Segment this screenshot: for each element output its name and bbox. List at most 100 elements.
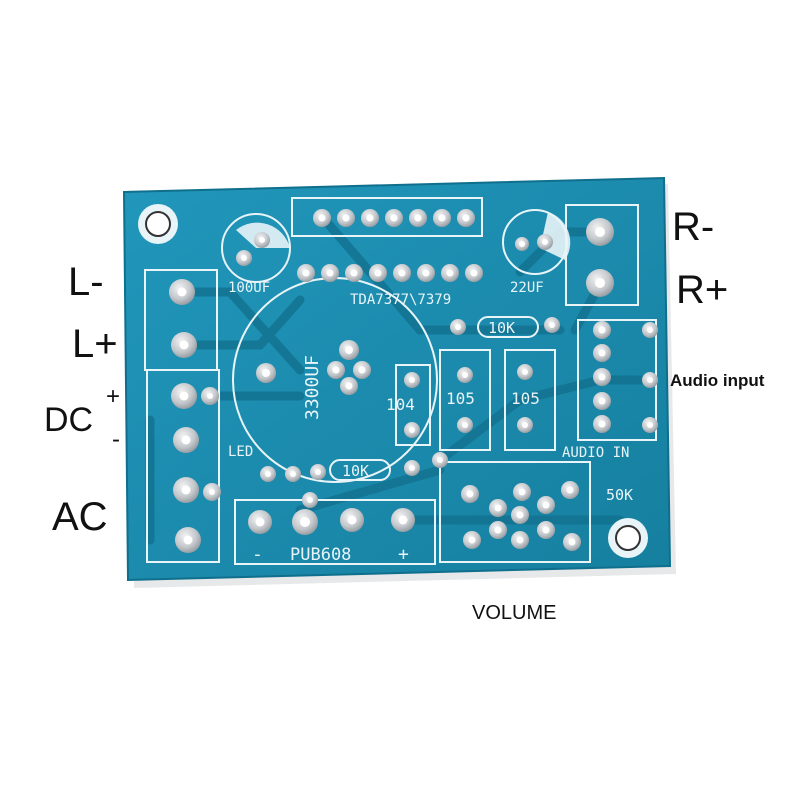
pad-hole bbox=[181, 485, 191, 495]
pad-hole bbox=[598, 349, 606, 357]
silk-22uf: 22UF bbox=[510, 280, 544, 296]
pad-hole bbox=[332, 366, 340, 374]
pad-hole bbox=[290, 471, 296, 477]
pad-hole bbox=[390, 214, 398, 222]
pad-hole bbox=[647, 422, 653, 428]
pad-hole bbox=[494, 504, 502, 512]
pad-hole bbox=[422, 269, 430, 277]
pad-hole bbox=[568, 538, 576, 546]
pad-hole bbox=[265, 471, 271, 477]
pad-hole bbox=[446, 269, 454, 277]
silk-105b: 105 bbox=[511, 389, 540, 408]
label-r-minus: R- bbox=[672, 205, 715, 249]
pad-hole bbox=[455, 324, 461, 330]
pad-hole bbox=[318, 214, 326, 222]
pad-hole bbox=[409, 427, 415, 433]
label-dc-plus: + bbox=[106, 383, 121, 410]
label-volume: VOLUME bbox=[472, 602, 557, 624]
pad-hole bbox=[241, 255, 247, 261]
pad-hole bbox=[345, 382, 353, 390]
pad-hole bbox=[647, 377, 653, 383]
pad-hole bbox=[374, 269, 382, 277]
pad-hole bbox=[595, 278, 605, 288]
pad-hole bbox=[342, 214, 350, 222]
label-dc-minus: - bbox=[112, 426, 120, 453]
pad-hole bbox=[315, 469, 321, 475]
pad-hole bbox=[358, 366, 366, 374]
silk-bridge-minus: - bbox=[252, 544, 263, 565]
silk-chip: TDA7377\7379 bbox=[350, 292, 451, 308]
label-l-plus: L+ bbox=[72, 322, 118, 366]
pot-box bbox=[439, 461, 591, 563]
pad-hole bbox=[542, 526, 550, 534]
pad-hole bbox=[518, 488, 526, 496]
pad-hole bbox=[300, 517, 310, 527]
terminal-block-left-bottom bbox=[146, 369, 220, 563]
cap-105a-box bbox=[439, 349, 491, 451]
bridge-box bbox=[234, 499, 436, 565]
pad-hole bbox=[179, 391, 189, 401]
pad-hole bbox=[347, 515, 357, 525]
pad-hole bbox=[647, 327, 653, 333]
pad-hole bbox=[494, 526, 502, 534]
pad-hole bbox=[516, 536, 524, 544]
solder-pads bbox=[169, 209, 658, 553]
pad-hole bbox=[179, 340, 189, 350]
pad-hole bbox=[519, 241, 525, 247]
silk-bridge: PUB608 bbox=[290, 545, 351, 565]
pad-hole bbox=[207, 393, 213, 399]
chip-outline bbox=[291, 197, 483, 237]
pad-hole bbox=[522, 422, 528, 428]
pad-hole bbox=[462, 372, 468, 378]
pad-hole bbox=[414, 214, 422, 222]
pad-hole bbox=[437, 457, 443, 463]
pad-hole bbox=[177, 287, 187, 297]
silk-3300uf: 3300UF bbox=[302, 355, 323, 420]
silk-104: 104 bbox=[386, 395, 415, 414]
pad-hole bbox=[345, 346, 353, 354]
pad-hole bbox=[598, 420, 606, 428]
pad-hole bbox=[259, 237, 265, 243]
pad-hole bbox=[522, 369, 528, 375]
pad-hole bbox=[398, 515, 408, 525]
pad-hole bbox=[470, 269, 478, 277]
pad-hole bbox=[598, 373, 606, 381]
silk-audio-in: AUDIO IN bbox=[562, 445, 629, 461]
label-l-minus: L- bbox=[68, 260, 104, 304]
pad-hole bbox=[350, 269, 358, 277]
pad-hole bbox=[409, 465, 415, 471]
pad-hole bbox=[566, 486, 574, 494]
copper-traces bbox=[145, 215, 655, 545]
mounting-hole-top-left bbox=[138, 204, 178, 244]
pad-hole bbox=[598, 397, 606, 405]
pad-hole bbox=[183, 535, 193, 545]
label-dc: DC bbox=[44, 401, 94, 439]
pad-hole bbox=[302, 269, 310, 277]
label-audio-input: Audio input bbox=[670, 371, 765, 390]
pad-hole bbox=[398, 269, 406, 277]
pad-hole bbox=[542, 239, 548, 245]
cap-105b-box bbox=[504, 349, 556, 451]
label-ac: AC bbox=[52, 495, 108, 539]
pad-hole bbox=[438, 214, 446, 222]
label-r-plus: R+ bbox=[676, 268, 729, 312]
pad-hole bbox=[549, 322, 555, 328]
pad-hole bbox=[409, 377, 415, 383]
pad-hole bbox=[181, 435, 191, 445]
silk-led: LED bbox=[228, 444, 253, 460]
silk-10k-top: 10K bbox=[488, 319, 515, 337]
pad-hole bbox=[462, 214, 470, 222]
pad-hole bbox=[598, 326, 606, 334]
pad-hole bbox=[595, 227, 605, 237]
silk-100uf: 100UF bbox=[228, 280, 270, 296]
silk-bridge-plus: + bbox=[398, 544, 409, 565]
cap-104-box bbox=[395, 364, 431, 446]
pad-hole bbox=[542, 501, 550, 509]
pad-hole bbox=[462, 422, 468, 428]
pad-hole bbox=[466, 490, 474, 498]
pad-hole bbox=[255, 517, 265, 527]
pad-hole bbox=[366, 214, 374, 222]
silk-10k-bottom: 10K bbox=[342, 462, 369, 480]
pad-hole bbox=[262, 369, 270, 377]
